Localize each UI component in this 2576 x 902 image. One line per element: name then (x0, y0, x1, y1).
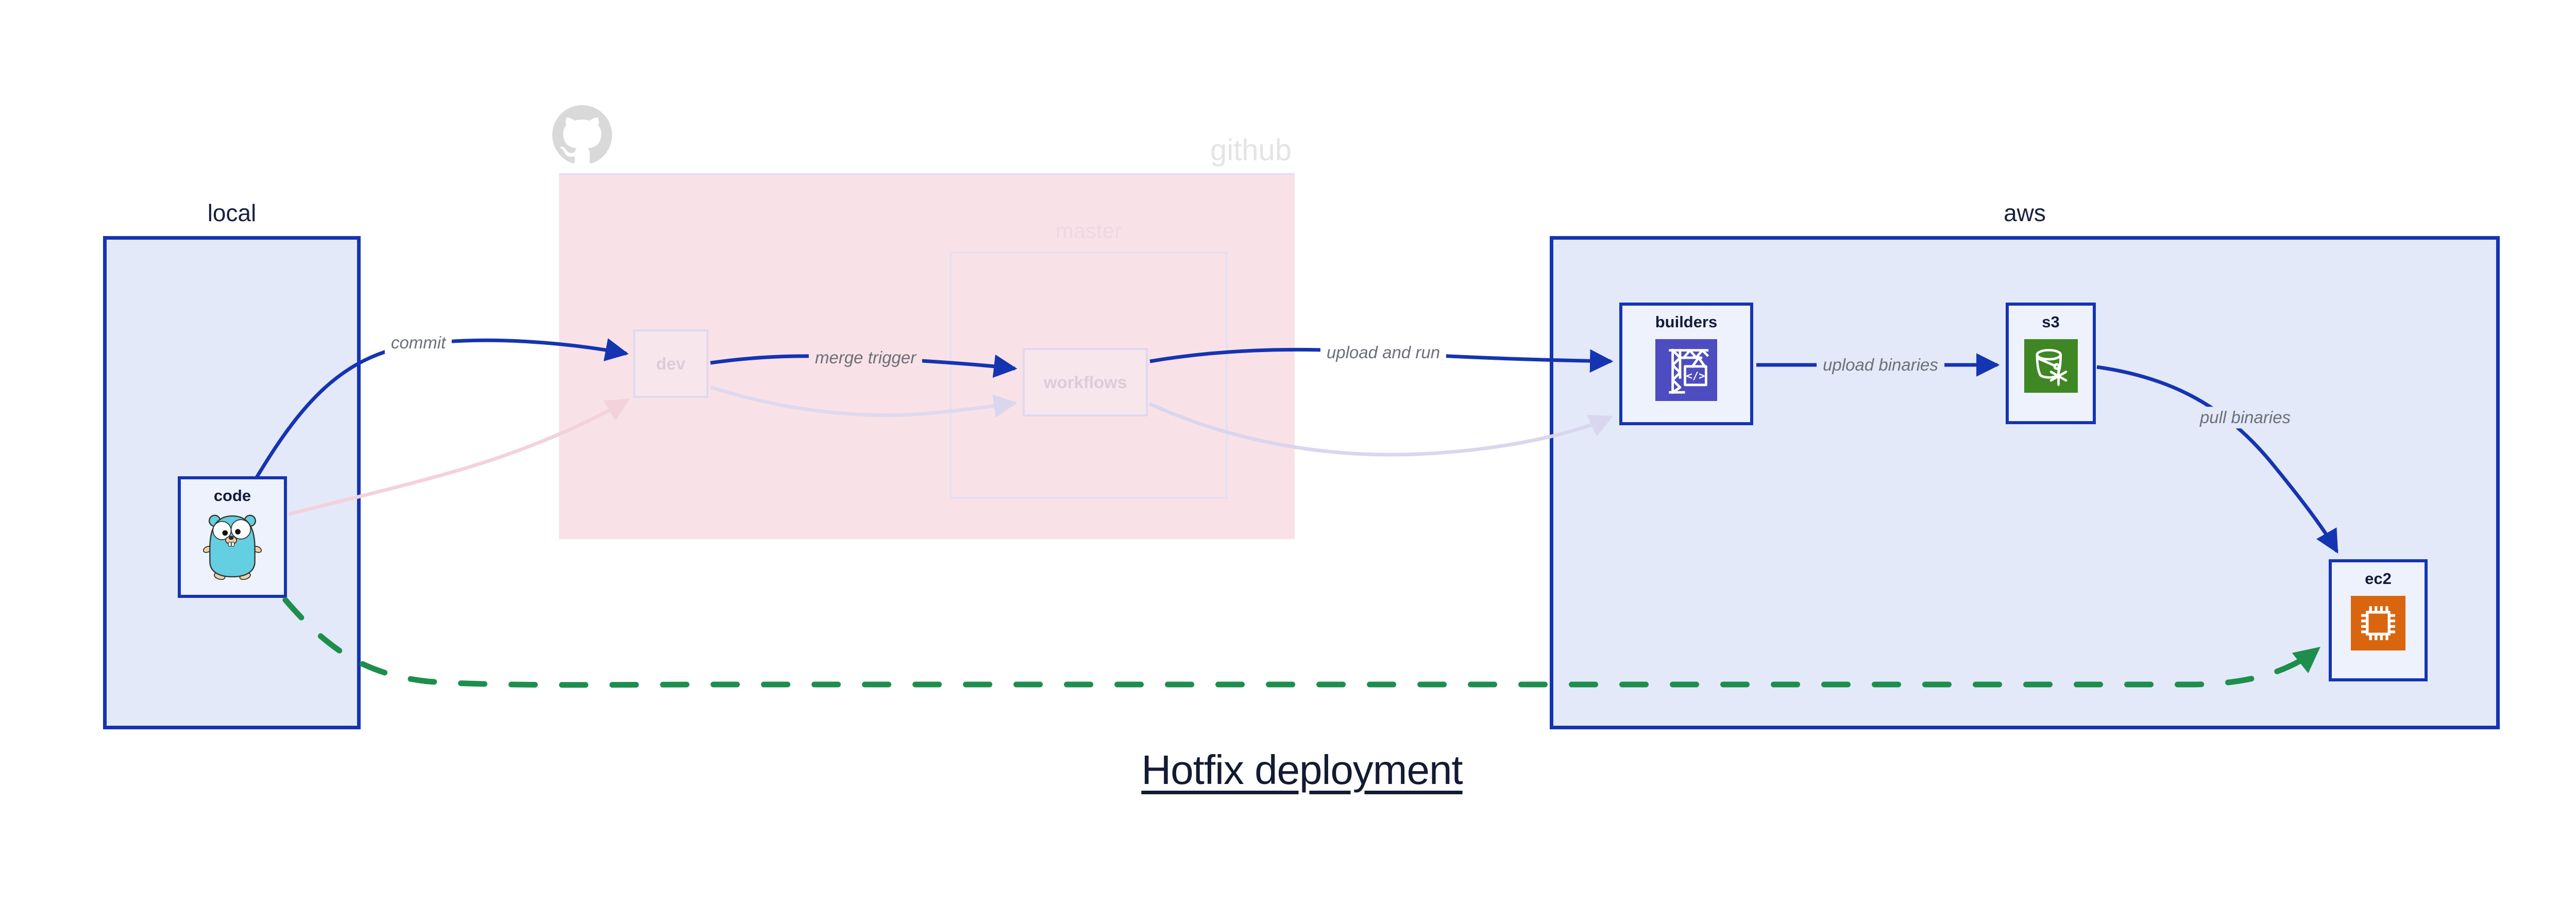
diagram-title: Hotfix deployment (1141, 747, 1463, 793)
edge-label-upload-binaries: upload binaries (1817, 354, 1944, 376)
master-subgroup-label: master (1055, 219, 1122, 243)
node-dev: dev (633, 329, 708, 398)
edge-label-upload-and-run: upload and run (1320, 342, 1447, 363)
ec2-chip-icon (2351, 596, 2405, 650)
node-builders-label: builders (1655, 313, 1718, 331)
codebuild-crane-icon: </> (1655, 339, 1717, 401)
node-s3-label: s3 (2042, 313, 2060, 331)
github-group-label: github (1210, 133, 1292, 167)
node-code-label: code (213, 487, 251, 505)
edge-label-pull-binaries: pull binaries (2193, 407, 2297, 428)
aws-group-label: aws (2004, 199, 2046, 226)
node-ec2: ec2 (2329, 559, 2428, 681)
edge-label-commit: commit (384, 332, 452, 354)
node-code: code (178, 476, 287, 598)
go-gopher-icon (202, 513, 263, 582)
github-octocat-icon (552, 105, 612, 164)
node-dev-label: dev (656, 354, 686, 373)
node-workflows: workflows (1023, 348, 1148, 416)
s3-glacier-bucket-icon (2024, 339, 2078, 393)
node-workflows-label: workflows (1043, 373, 1127, 392)
node-builders: builders </> (1619, 303, 1753, 425)
svg-text:</>: </> (1686, 370, 1705, 382)
node-ec2-label: ec2 (2365, 570, 2392, 588)
edge-label-merge-trigger: merge trigger (808, 347, 923, 369)
master-subgroup-box (950, 252, 1228, 499)
local-group-label: local (207, 199, 257, 226)
node-s3: s3 (2006, 303, 2096, 424)
